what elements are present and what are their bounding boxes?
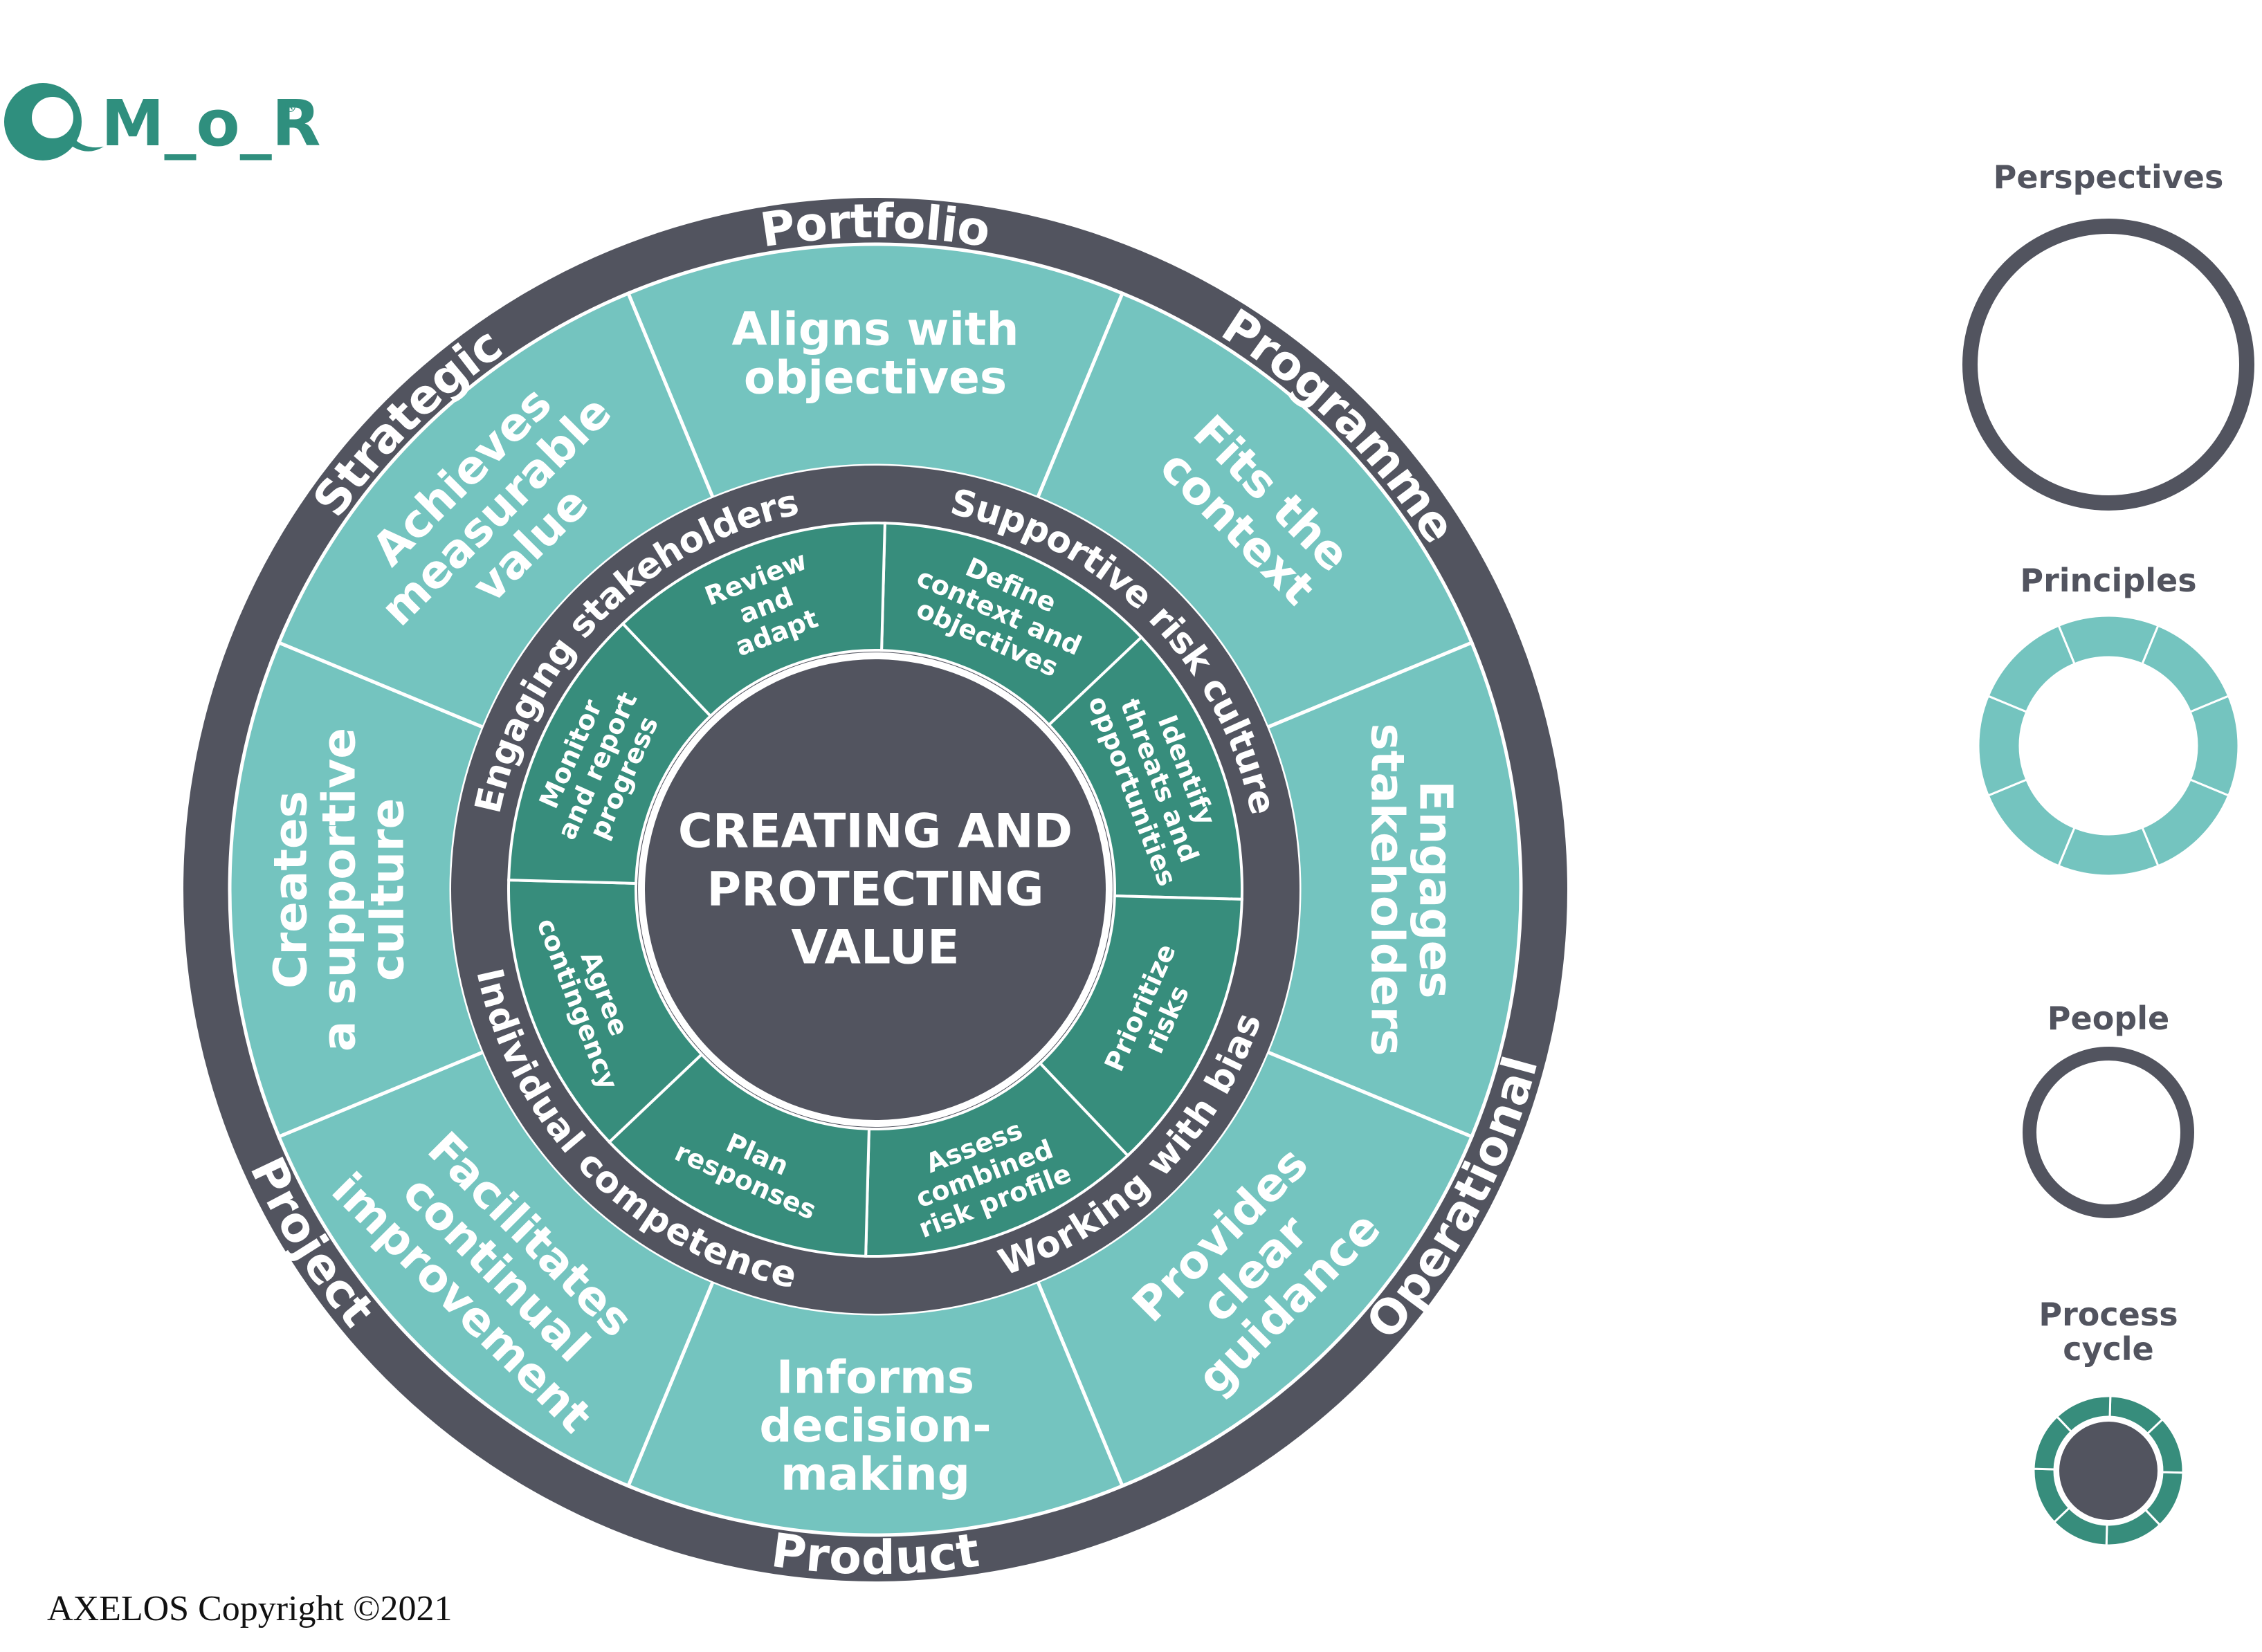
perspective-label-product: Product (768, 1523, 982, 1585)
legend-people-title: People (2047, 1000, 2169, 1037)
principle-label-aligns-with-objectives-line: Aligns with (732, 303, 1019, 356)
logo-swirl-icon (4, 83, 104, 160)
principle-label-informs-decision-making-line: making (781, 1448, 970, 1501)
mor-logo: M_o_R ® (4, 83, 321, 160)
principle-label-creates-a-supportive-culture-line: a supportive (313, 728, 366, 1052)
center-title-line: PROTECTING (706, 863, 1043, 917)
principle-label-engages-stakeholders-line: stakeholders (1361, 723, 1414, 1056)
principle-label-engages-stakeholders-line: Engages (1410, 780, 1463, 998)
center-title-line: VALUE (791, 921, 959, 975)
legend-principles-ring (1977, 614, 2240, 877)
logo-text: M_o_R (101, 86, 321, 160)
legend-perspectives-ring (1962, 219, 2254, 511)
process-cycle-ring (507, 522, 1243, 1258)
principle-label-aligns-with-objectives-line: objectives (744, 351, 1007, 405)
legend-process-cycle-title: cycle (2063, 1330, 2154, 1368)
center-title-line: CREATING AND (678, 805, 1073, 859)
principle-label-creates-a-supportive-culture-line: culture (361, 798, 414, 982)
principle-label-informs-decision-making-line: Informs (776, 1351, 974, 1404)
legend-process-cycle-title: Process (2038, 1296, 2178, 1333)
copyright-text: AXELOS Copyright ©2021 (47, 1589, 453, 1628)
logo-registered-mark: ® (282, 99, 298, 116)
legend-people-ring (2023, 1047, 2194, 1218)
perspective-label-portfolio-path: Portfolio (757, 194, 994, 258)
perspective-label-portfolio: Portfolio (757, 194, 994, 258)
principle-label-informs-decision-making-line: decision- (759, 1399, 991, 1453)
legend-principles-title: Principles (2020, 562, 2196, 599)
perspective-label-product-path: Product (768, 1523, 982, 1585)
process-segment-review-and-adapt (621, 522, 886, 718)
principle-label-creates-a-supportive-culture-line: Creates (264, 791, 318, 989)
legend-perspectives-title: Perspectives (1994, 158, 2224, 196)
center-circle (645, 659, 1106, 1120)
legend-process-cycle-ring (2032, 1395, 2185, 1547)
